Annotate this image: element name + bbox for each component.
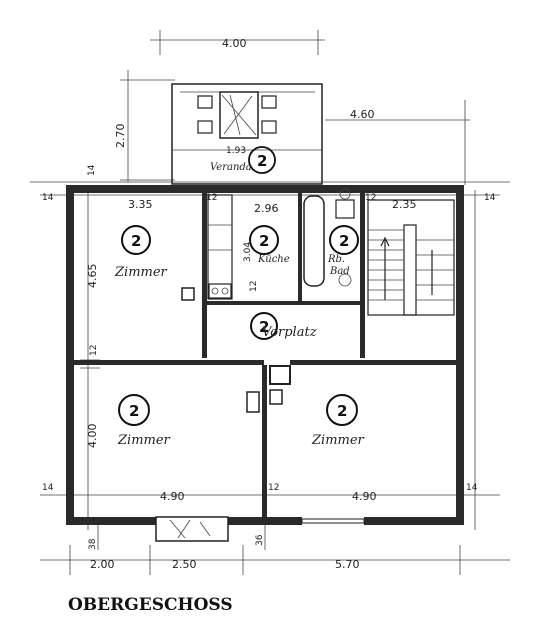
kitchen-fixtures xyxy=(181,194,233,301)
dim-wall-12-a: 12 xyxy=(206,193,217,203)
svg-text:2: 2 xyxy=(259,318,269,336)
dim-wall-12-c: 12 xyxy=(249,281,259,292)
svg-text:2: 2 xyxy=(129,402,139,420)
label-bad: Bad xyxy=(329,266,350,277)
badge-veranda: 2 xyxy=(248,146,276,174)
bath-fixtures xyxy=(303,188,355,287)
inner-walls xyxy=(74,193,456,517)
staircase xyxy=(367,199,455,316)
label-zimmer-top: Zimmer xyxy=(114,265,168,280)
label-kueche: Küche xyxy=(257,254,290,265)
dim-balcony-inner: 1.93 xyxy=(226,146,246,156)
badge-kueche: 2 xyxy=(249,225,279,255)
top-dimension-lines xyxy=(30,30,510,205)
dim-bottom-250: 2.50 xyxy=(172,558,197,571)
dim-wall-12-b: 12 xyxy=(365,193,376,203)
dim-lower-right-width: 4.90 xyxy=(352,490,377,503)
dim-wall-14-top: 14 xyxy=(87,164,97,176)
dim-bottom-36: 36 xyxy=(255,534,265,546)
dim-wall-12-mid: 12 xyxy=(268,483,279,493)
entrance-niche xyxy=(155,516,229,542)
dim-lower-depth: 4.00 xyxy=(86,424,99,449)
badge-bad: 2 xyxy=(329,225,359,255)
dim-kitchen-depth: 3.04 xyxy=(243,242,253,262)
label-veranda: Veranda xyxy=(210,162,252,173)
label-zimmer-right: Zimmer xyxy=(311,433,365,448)
outer-walls xyxy=(66,185,464,525)
svg-text:2: 2 xyxy=(131,232,141,250)
label-bad-prefix: Rb. xyxy=(327,254,345,265)
plan-title: OBERGESCHOSS xyxy=(68,595,233,615)
badge-vorplatz: 2 xyxy=(250,312,278,340)
dim-bottom-200: 2.00 xyxy=(90,558,115,571)
dim-room1-depth: 4.65 xyxy=(86,264,99,289)
dim-bottom-38: 38 xyxy=(88,538,98,550)
label-zimmer-left: Zimmer xyxy=(117,433,171,448)
svg-text:2: 2 xyxy=(339,232,349,250)
label-vorplatz: Vorplatz xyxy=(262,325,317,340)
dim-wall-12-left: 12 xyxy=(89,345,99,356)
badge-zimmer-left: 2 xyxy=(118,394,150,426)
dim-balcony-depth: 2.70 xyxy=(114,124,127,149)
dim-balcony-width: 4.00 xyxy=(222,37,247,50)
chimney xyxy=(246,389,283,413)
dim-room1-width: 3.35 xyxy=(128,198,153,211)
dim-wall-14-right: 14 xyxy=(484,193,496,203)
badge-zimmer-right: 2 xyxy=(326,394,358,426)
dim-lower-left-width: 4.90 xyxy=(160,490,185,503)
svg-text:2: 2 xyxy=(259,232,269,250)
svg-text:2: 2 xyxy=(257,152,267,170)
dim-balcony-right: 4.60 xyxy=(350,108,375,121)
svg-text:2: 2 xyxy=(337,402,347,420)
badge-zimmer-top: 2 xyxy=(121,225,151,255)
dim-stair-width: 2.35 xyxy=(392,198,417,211)
dim-wall-14-br: 14 xyxy=(466,483,478,493)
dim-kitchen-width: 2.96 xyxy=(254,202,279,215)
veranda xyxy=(171,83,323,185)
dim-wall-14-bl: 14 xyxy=(42,483,54,493)
dim-wall-14-left: 14 xyxy=(42,193,54,203)
dim-bottom-570: 5.70 xyxy=(335,558,360,571)
